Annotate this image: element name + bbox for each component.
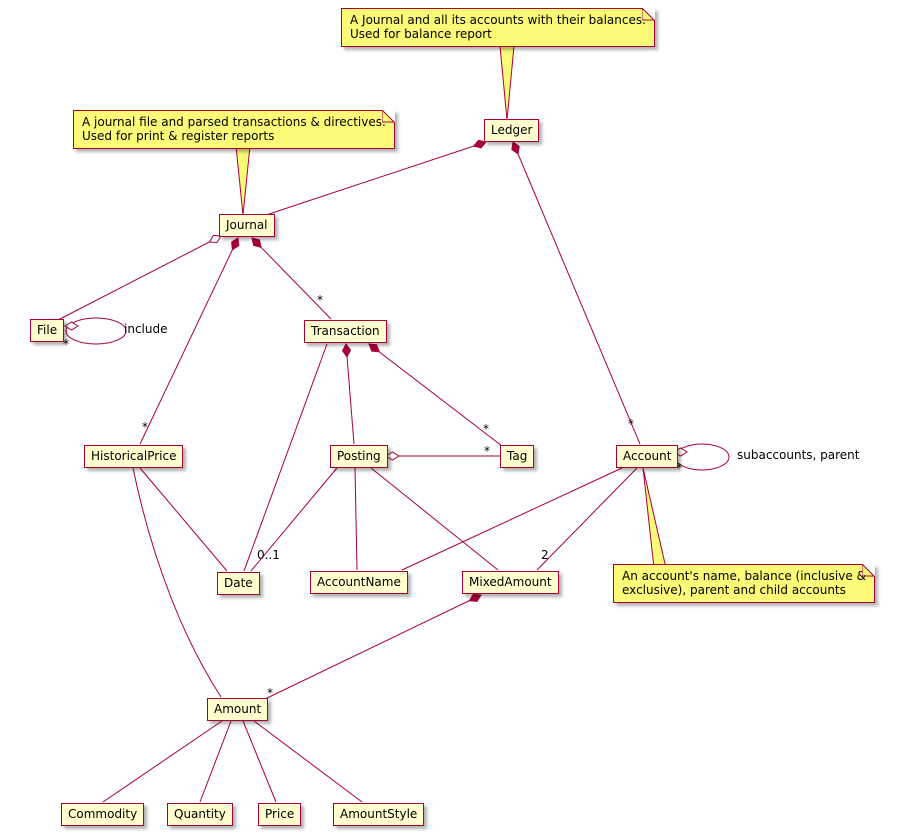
multiplicity-file-include: * — [63, 337, 69, 351]
multiplicity-journal-historicalprice: * — [142, 420, 148, 434]
note-connector-account — [642, 467, 667, 569]
multiplicity-mixedamount-amount: * — [267, 686, 273, 700]
class-amount: Amount — [207, 698, 269, 721]
class-tag: Tag — [500, 445, 535, 468]
diamond-composition-journal-historicalprice — [231, 237, 240, 251]
edge-posting-accountname — [354, 467, 358, 571]
diamond-composition-ledger-account — [511, 141, 520, 155]
class-account: Account — [616, 445, 679, 468]
note-line: Used for print & register reports — [82, 129, 275, 143]
note-line: Used for balance report — [350, 27, 492, 41]
class-quantity: Quantity — [167, 803, 233, 826]
multiplicity-account-mixedamount: 2 — [541, 548, 549, 562]
multiplicity-transaction-tag: * — [483, 422, 489, 436]
class-accountname: AccountName — [310, 571, 408, 594]
self-loop-account-subaccounts — [674, 443, 730, 471]
diamond-composition-journal-transaction — [251, 237, 262, 248]
diamond-composition-transaction-tag — [368, 343, 381, 353]
note-journal: A journal file and parsed transactions &… — [73, 110, 395, 149]
class-posting: Posting — [330, 445, 388, 468]
multiplicity-journal-transaction: * — [317, 293, 323, 307]
self-loop-file-include — [65, 317, 127, 345]
note-line: A Journal and all its accounts with thei… — [350, 13, 646, 27]
edge-posting-mixedamount — [370, 467, 499, 571]
multiplicity-posting-tag: * — [484, 444, 490, 458]
class-date: Date — [217, 572, 260, 595]
edge-transaction-date — [243, 343, 328, 572]
diamond-composition-ledger-journal — [472, 139, 487, 149]
class-historicalprice: HistoricalPrice — [84, 445, 184, 468]
edge-account-mixedamount — [536, 467, 638, 571]
note-line: An account's name, balance (inclusive & — [622, 569, 866, 583]
multiplicity-ledger-account: * — [628, 417, 634, 431]
class-price: Price — [258, 803, 302, 826]
diamond-composition-mixedamount-amount — [468, 593, 482, 602]
note-line: exclusive), parent and child accounts — [622, 583, 846, 597]
edge-ledger-account — [512, 141, 641, 445]
edge-posting-date — [250, 467, 338, 572]
edge-label-include: include — [124, 322, 168, 336]
class-transaction: Transaction — [304, 320, 387, 343]
edge-amount-amountstyle — [253, 720, 363, 803]
class-journal: Journal — [219, 214, 275, 237]
diamond-aggregation-file-include — [64, 321, 79, 331]
diamond-aggregation-posting-tag — [385, 451, 400, 461]
class-ledger: Ledger — [484, 119, 540, 142]
edge-journal-historicalprice — [139, 237, 239, 445]
edge-journal-transaction — [251, 237, 332, 320]
diamond-aggregation-journal-file — [208, 234, 222, 244]
class-commodity: Commodity — [61, 803, 145, 826]
note-fold-corner — [641, 8, 655, 21]
edge-amount-quantity — [199, 720, 232, 803]
note-fold-corner — [861, 564, 875, 577]
edge-amount-commodity — [102, 720, 223, 803]
class-file: File — [30, 319, 65, 342]
note-connector-journal — [235, 145, 251, 216]
edge-mixedamount-amount — [262, 594, 482, 701]
note-connector-ledger — [499, 45, 515, 121]
edge-label-subaccounts-parent: subaccounts, parent — [737, 448, 860, 462]
edge-historicalprice-date — [139, 467, 228, 572]
note-ledger: A Journal and all its accounts with thei… — [341, 8, 655, 47]
class-amountstyle: AmountStyle — [333, 803, 425, 826]
edge-amount-price — [242, 720, 277, 803]
edge-account-accountname — [401, 467, 623, 571]
note-fold-corner — [381, 110, 395, 123]
note-account: An account's name, balance (inclusive & … — [613, 564, 875, 603]
edge-historicalprice-amount — [132, 467, 222, 698]
diamond-composition-transaction-posting — [341, 343, 352, 358]
multiplicity-posting-date: 0..1 — [257, 548, 280, 562]
edge-ledger-journal — [265, 141, 487, 216]
edge-journal-file — [57, 235, 222, 321]
edge-transaction-tag — [368, 343, 503, 447]
class-mixedamount: MixedAmount — [462, 571, 559, 594]
note-line: A journal file and parsed transactions &… — [82, 115, 386, 129]
edge-transaction-posting — [345, 343, 355, 445]
multiplicity-account-subaccounts: * — [676, 461, 682, 475]
